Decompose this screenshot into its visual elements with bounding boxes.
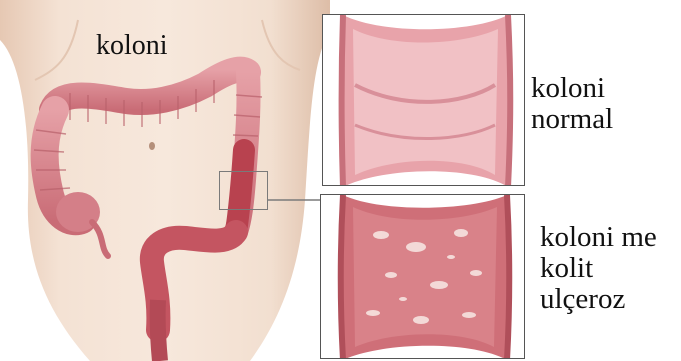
rectum [158, 300, 160, 361]
colon-label: koloni [96, 30, 168, 61]
normal-colon-panel [322, 14, 525, 186]
uc-label-line-1: koloni me [540, 222, 657, 253]
ulcerative-colon-cross-section [321, 195, 525, 359]
ulcerative-colitis-panel [320, 194, 525, 359]
navel [149, 142, 155, 150]
normal-colon-cross-section [323, 15, 525, 186]
uc-label-line-2: kolit [540, 253, 657, 284]
normal-colon-label: koloni normal [531, 73, 613, 135]
uc-label-line-3: ulçeroz [540, 284, 657, 315]
ulcerative-colitis-label: koloni me kolit ulçeroz [540, 222, 657, 315]
normal-label-line-1: koloni [531, 73, 613, 104]
zoom-box [219, 171, 268, 210]
normal-label-line-2: normal [531, 104, 613, 135]
